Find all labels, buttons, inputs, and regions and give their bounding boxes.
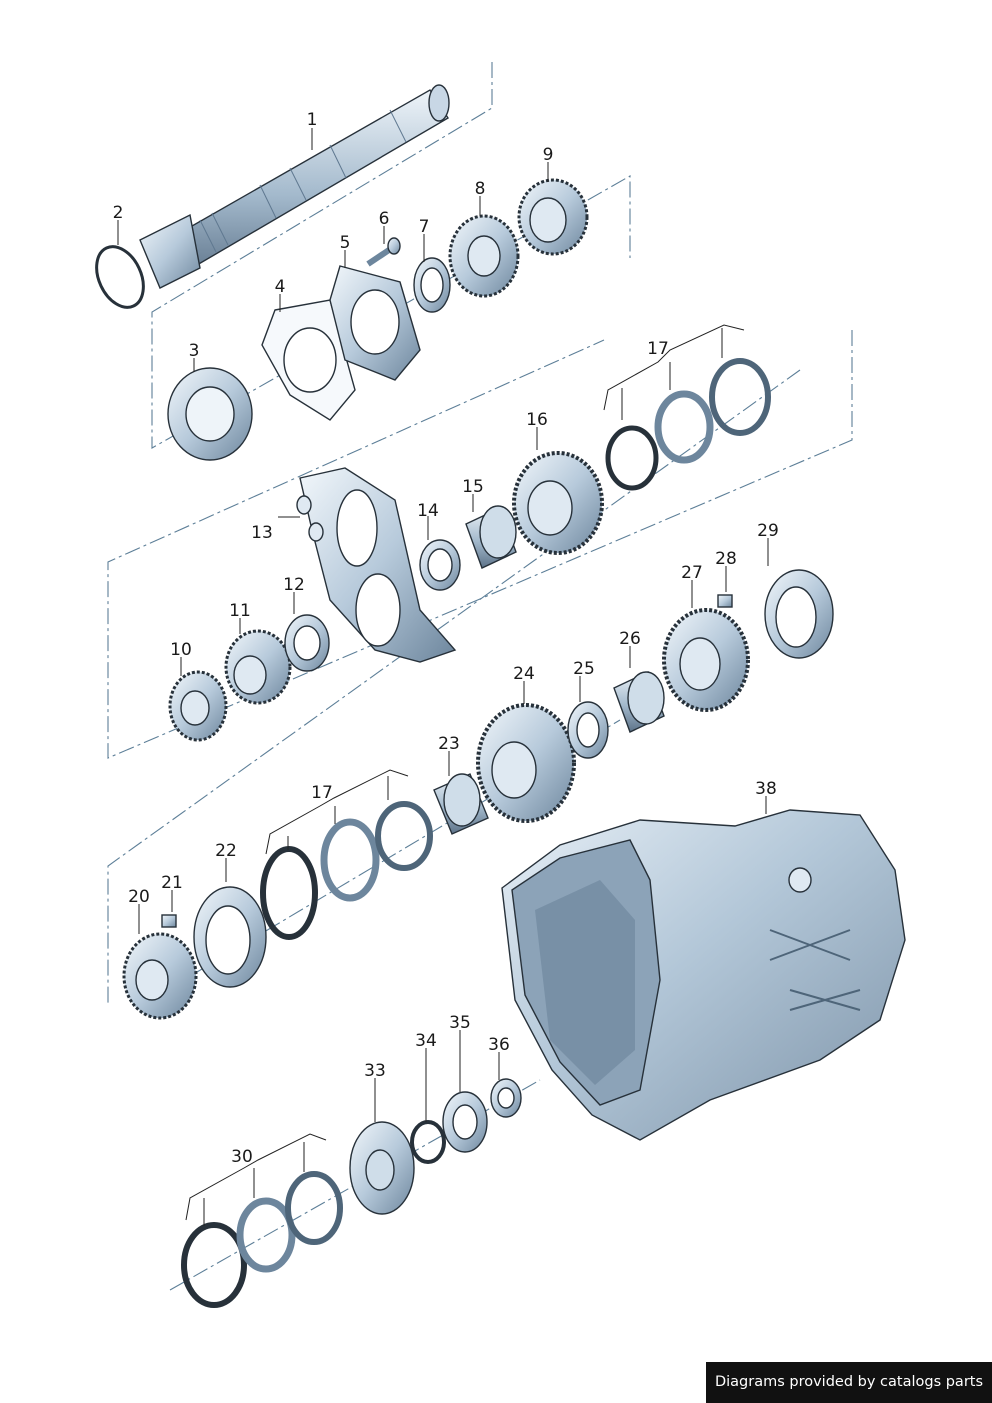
callout-17-lower: 17 — [311, 783, 333, 803]
callout-20: 20 — [128, 887, 150, 907]
part-8-gear — [448, 214, 520, 298]
callout-38: 38 — [755, 779, 777, 799]
callout-5: 5 — [340, 233, 351, 253]
part-9-gear — [517, 178, 589, 256]
part-26-needle-bearing — [613, 671, 665, 733]
part-6-bolt — [366, 237, 401, 267]
part-33-flange — [349, 1121, 415, 1215]
callout-23: 23 — [438, 734, 460, 754]
part-13-intermediate-plate — [296, 467, 457, 663]
callout-14: 14 — [417, 501, 439, 521]
callout-6: 6 — [379, 209, 390, 229]
part-3-bearing — [167, 367, 253, 461]
callout-1: 1 — [307, 110, 318, 130]
part-23-needle-bearing — [433, 773, 489, 835]
callout-13: 13 — [251, 523, 273, 543]
callout-10: 10 — [170, 640, 192, 660]
part-30-synchronizer-set — [181, 1171, 343, 1308]
part-17-synchronizer-set-lower — [260, 801, 433, 940]
callout-29: 29 — [757, 521, 779, 541]
callout-33: 33 — [364, 1061, 386, 1081]
callout-9: 9 — [543, 145, 554, 165]
callout-35: 35 — [449, 1013, 471, 1033]
part-7-thrust-washer — [413, 257, 451, 313]
part-17-synchronizer-set-upper — [605, 358, 771, 491]
callout-16: 16 — [526, 410, 548, 430]
part-25-thrust-washer — [567, 701, 609, 759]
callout-12: 12 — [283, 575, 305, 595]
callout-leaders — [117, 128, 769, 1226]
callout-3: 3 — [189, 341, 200, 361]
credit-banner: Diagrams provided by catalogs parts — [706, 1362, 992, 1403]
part-35-bearing — [442, 1091, 488, 1153]
part-36-nut — [490, 1078, 522, 1118]
part-1-output-shaft — [139, 84, 450, 289]
part-21-key — [161, 914, 177, 928]
part-12-bearing — [284, 614, 330, 672]
part-16-gear — [512, 451, 604, 555]
part-11-gear — [224, 629, 292, 705]
part-34-circlip — [410, 1120, 446, 1164]
callout-8: 8 — [475, 179, 486, 199]
part-24-gear — [476, 703, 576, 823]
callout-34: 34 — [415, 1031, 437, 1051]
callout-17-upper: 17 — [647, 339, 669, 359]
callout-30: 30 — [231, 1147, 253, 1167]
callout-25: 25 — [573, 659, 595, 679]
part-29-sleeve — [764, 569, 834, 659]
callout-labels: 1 2 3 4 5 6 7 8 9 10 11 12 13 14 15 16 1… — [113, 110, 779, 1167]
callout-22: 22 — [215, 841, 237, 861]
callout-26: 26 — [619, 629, 641, 649]
part-2-circlip — [95, 245, 145, 309]
callout-2: 2 — [113, 203, 124, 223]
callout-27: 27 — [681, 563, 703, 583]
callout-24: 24 — [513, 664, 535, 684]
callout-4: 4 — [275, 277, 286, 297]
callout-36: 36 — [488, 1035, 510, 1055]
part-38-transmission-housing — [501, 809, 906, 1141]
part-14-thrust-washer — [419, 539, 461, 591]
part-22-sleeve — [193, 886, 267, 988]
callout-7: 7 — [419, 217, 430, 237]
callout-11: 11 — [229, 601, 251, 621]
callout-28: 28 — [715, 549, 737, 569]
part-15-needle-bearing — [465, 505, 517, 569]
part-10-gear — [168, 670, 228, 742]
part-27-gear — [662, 608, 750, 712]
part-28-key — [717, 594, 733, 608]
part-20-gear-hub — [122, 932, 198, 1020]
callout-15: 15 — [462, 477, 484, 497]
callout-21: 21 — [161, 873, 183, 893]
